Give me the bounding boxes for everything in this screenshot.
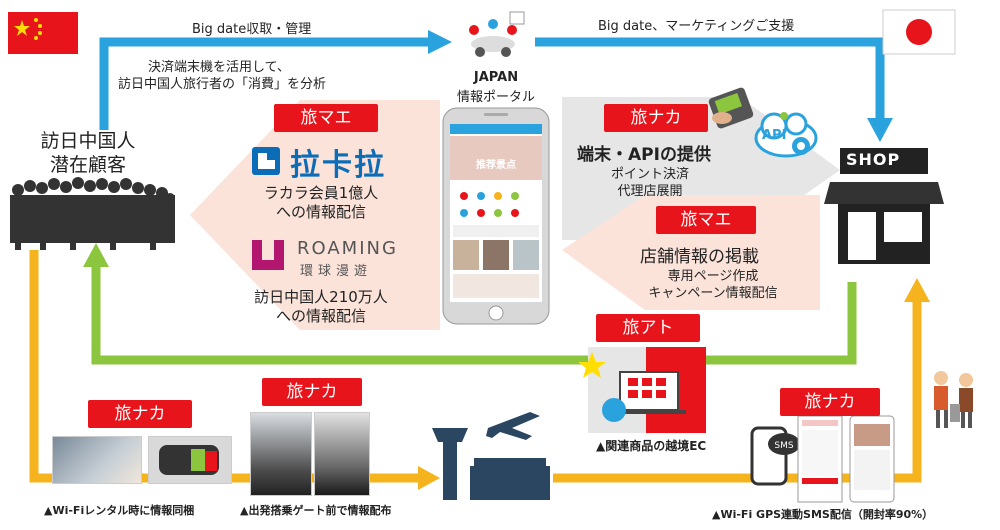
portal-screen-title: 推荐景点: [476, 160, 516, 171]
lakala-name: 拉卡拉: [290, 148, 386, 183]
customers-line-2: 潜在顧客: [49, 154, 126, 176]
gate-block-tag: 旅ナカ: [262, 378, 362, 406]
api-label: API: [762, 128, 787, 143]
sms-screen-2: [849, 415, 895, 503]
sms-block-tag: 旅ナカ: [780, 388, 880, 416]
blue-flow-left: [99, 37, 430, 130]
right-block1-line-2: 代理店展開: [617, 184, 683, 199]
ec-block-tag: 旅アト: [596, 314, 700, 342]
wifi-rental-photo: [52, 436, 142, 484]
japan-flag-icon: [882, 9, 956, 55]
blue-flow-right: [535, 37, 885, 120]
china-flag-icon: [8, 12, 78, 54]
blue-arrowhead-right: [867, 118, 893, 142]
analysis-line-2: 訪日中国人旅行者の「消費」を分析: [118, 77, 327, 92]
lakala-line-1: ラカラ会員1億人: [263, 184, 379, 202]
airport-icon: [432, 412, 550, 500]
roaming-line-1: 訪日中国人210万人: [254, 288, 388, 306]
svg-text:SMS: SMS: [774, 441, 793, 451]
smartphone-icon: [442, 107, 550, 325]
right-block1-line-1: ポイント決済: [610, 167, 689, 182]
left-block-tag: 旅マエ: [274, 104, 378, 132]
green-arrowhead: [83, 243, 109, 267]
blue-arrowhead-left: [428, 30, 452, 54]
yellow-arrowhead-2: [904, 278, 930, 302]
yellow-flow-2: [553, 300, 922, 483]
right-block1-title: 端末・APIの提供: [577, 145, 711, 165]
right-block2-line-2: キャンペーン情報配信: [648, 286, 778, 301]
sms-screen-1: [797, 415, 843, 503]
shop-icon: [824, 148, 944, 264]
wifi-block-caption: ▲Wi-Fiレンタル時に情報同梱: [44, 504, 195, 517]
crowd-icon: [10, 177, 175, 250]
flow-label-top-left: Big date収取・管理: [192, 22, 312, 37]
travelers-icon: [934, 371, 973, 428]
lakala-line-2: への情報配信: [275, 203, 366, 221]
payment-terminal-icon: [708, 87, 754, 129]
gate-block-caption: ▲出発搭乗ゲート前で情報配布: [240, 504, 392, 517]
sms-phone-icon: SMS: [750, 426, 800, 486]
wifi-router-photo: [148, 436, 232, 484]
meeting-icon: [469, 11, 525, 57]
portal-line-2: 情報ポータル: [456, 90, 535, 105]
green-flow: [91, 265, 857, 365]
customers-line-1: 訪日中国人: [40, 130, 136, 152]
right-block2-title: 店舗情報の掲載: [640, 247, 759, 267]
api-cloud-icon: [754, 112, 818, 158]
roaming-name: ROAMING: [297, 238, 398, 259]
roaming-line-2: への情報配信: [275, 307, 366, 325]
gate-photo-1: [250, 412, 312, 496]
yellow-arrowhead-1: [418, 466, 440, 490]
portal-line-1: JAPAN: [473, 70, 519, 85]
lakala-logo-icon: [252, 147, 280, 175]
flow-label-top-right: Big date、マーケティングご支援: [598, 19, 795, 34]
shop-label: SHOP: [846, 150, 901, 169]
right-block2-tag: 旅マエ: [656, 206, 756, 234]
gate-photo-2: [314, 412, 370, 496]
analysis-line-1: 決済端末機を活用して、: [148, 60, 290, 75]
right-block2-line-1: 専用ページ作成: [667, 269, 759, 284]
ec-block-caption: ▲関連商品の越境EC: [596, 439, 707, 453]
wifi-block-tag: 旅ナカ: [88, 400, 192, 428]
sms-block-caption: ▲Wi-Fi GPS連動SMS配信（開封率90%）: [712, 508, 934, 521]
ec-laptop-icon: [578, 347, 706, 433]
roaming-logo-icon: [252, 240, 284, 270]
roaming-cn: 環球漫遊: [300, 264, 373, 279]
right-block1-tag: 旅ナカ: [604, 104, 708, 132]
